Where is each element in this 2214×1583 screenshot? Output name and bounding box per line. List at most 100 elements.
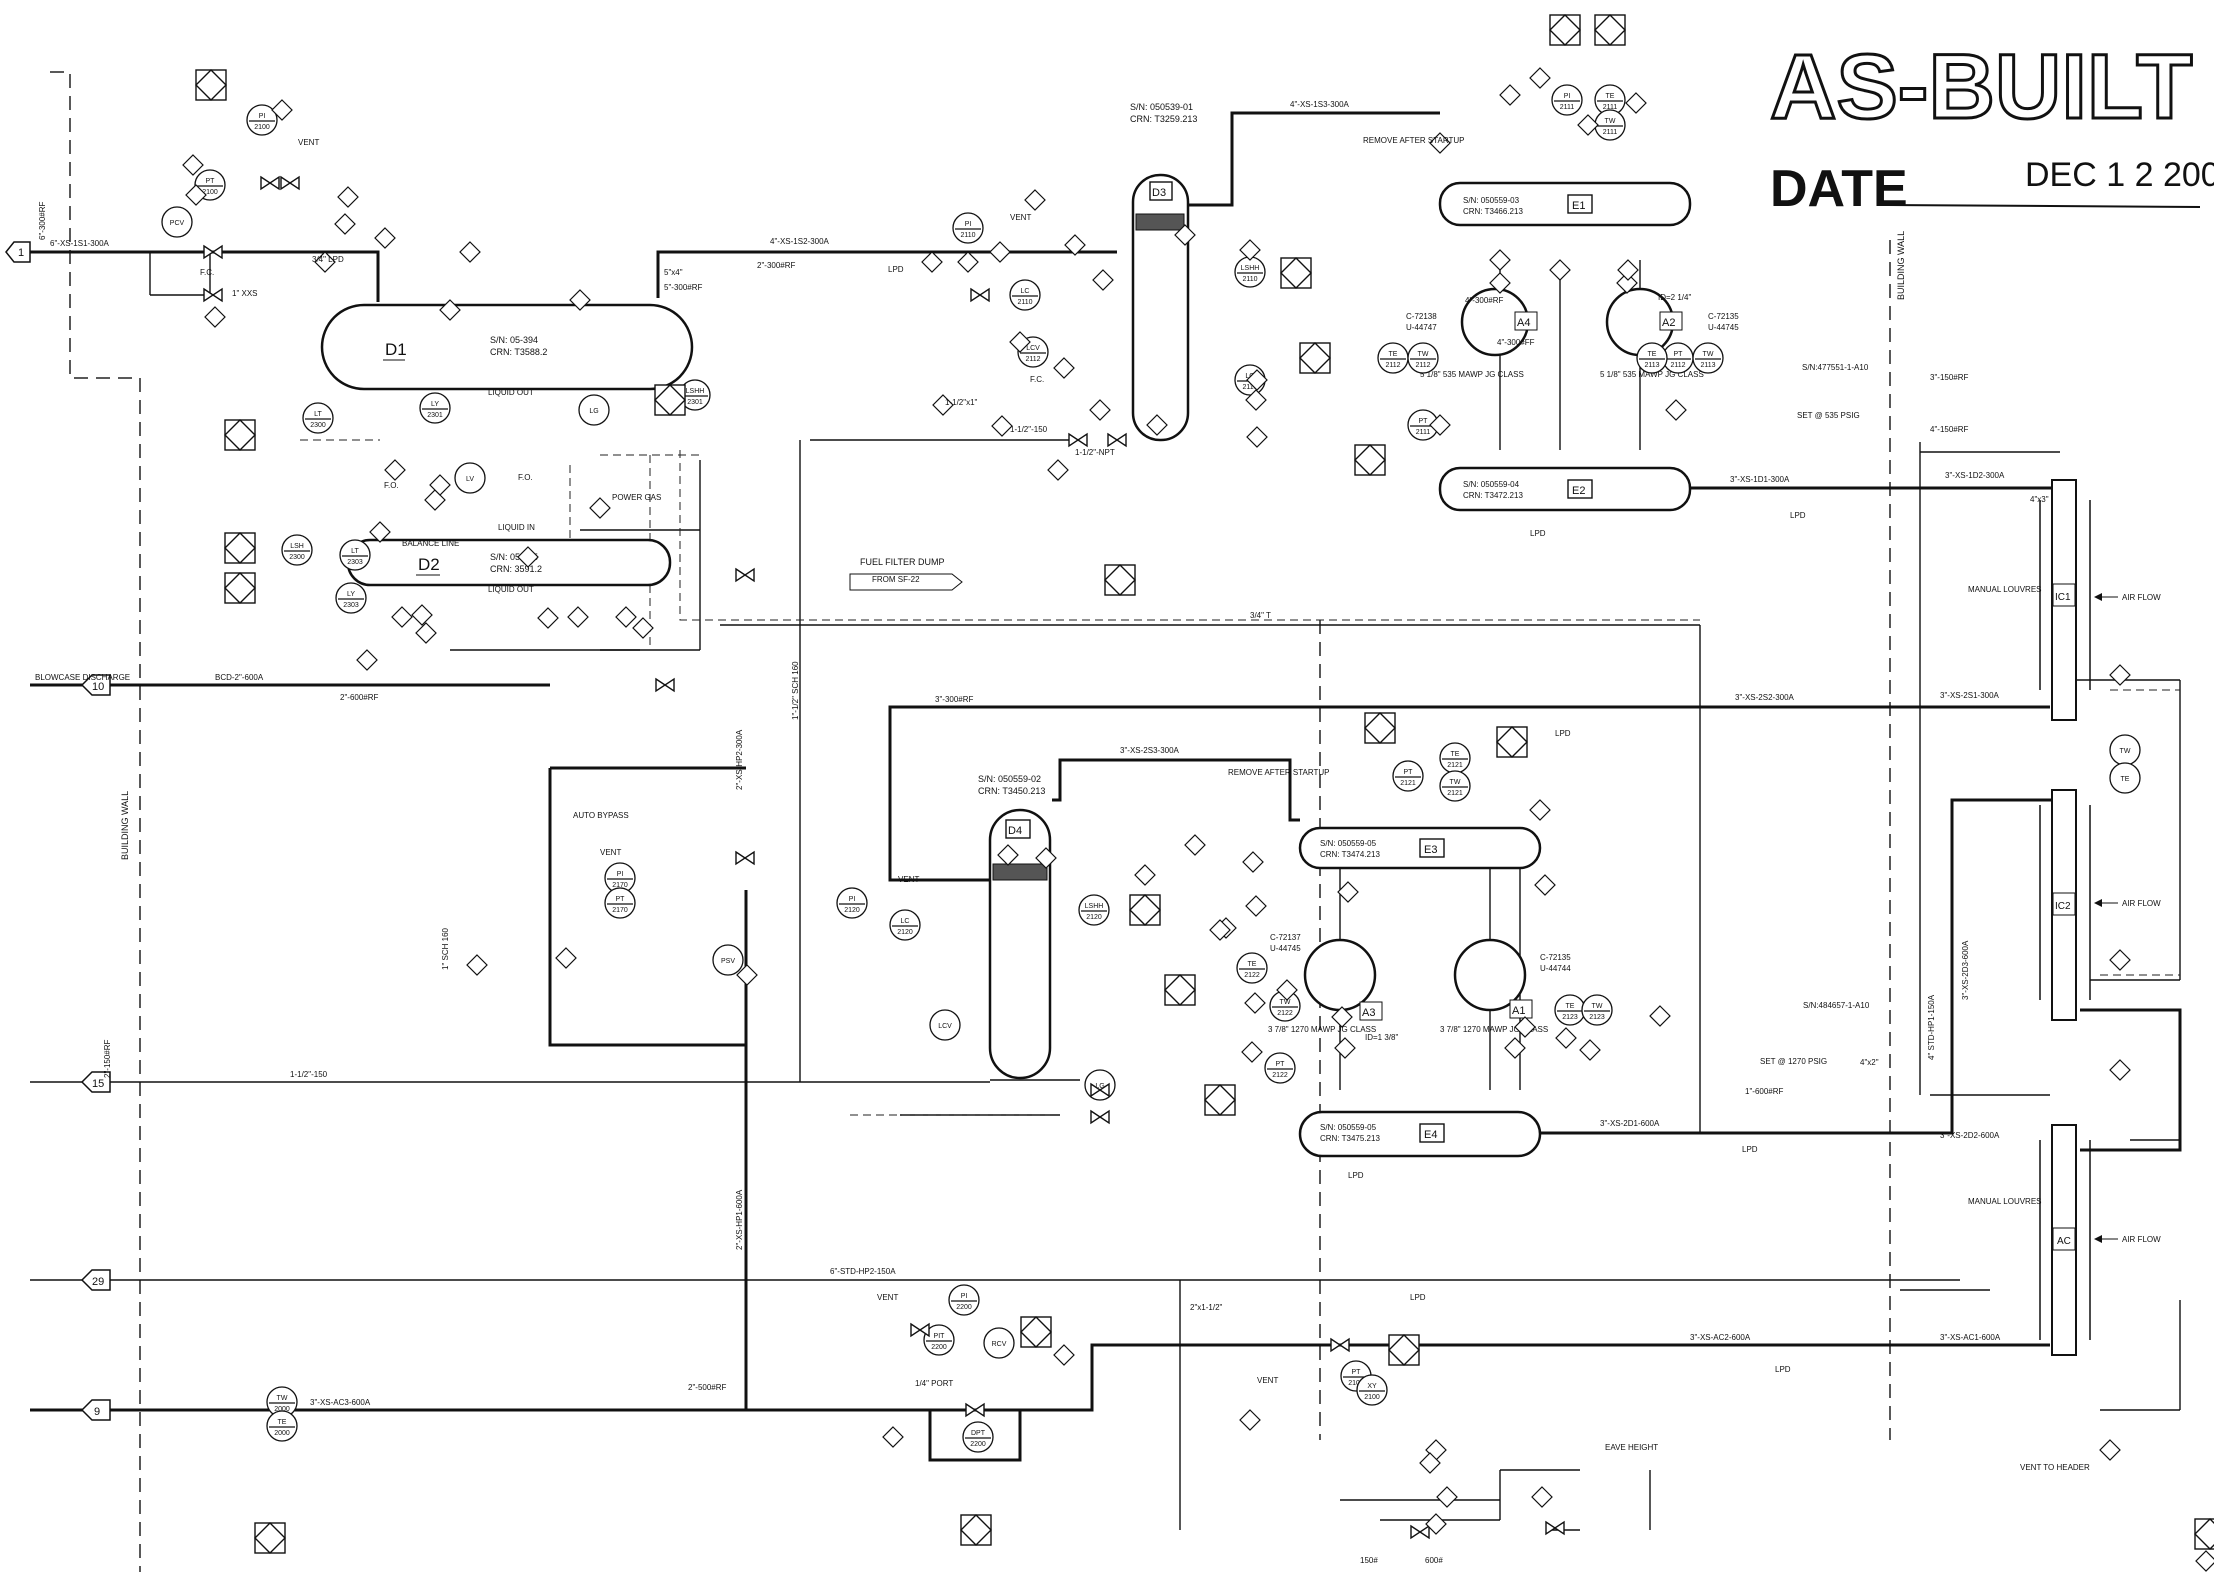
line-labels: 6"-XS-1S1-300A 6"-300#RF 1" XXS 3/4" LPD… [38, 100, 2049, 1565]
offpage-connector-10[interactable]: 10 [80, 674, 111, 696]
offpage-connector-1[interactable]: 1 [5, 241, 31, 263]
valve[interactable] [910, 1322, 930, 1338]
valve[interactable] [1107, 432, 1127, 448]
offpage-connector-15[interactable]: 15 [80, 1071, 111, 1093]
valve[interactable] [260, 175, 280, 191]
instrument-bubble[interactable]: TE [2109, 762, 2141, 794]
valve[interactable] [1090, 1109, 1110, 1125]
note-lpd-1: LPD [888, 265, 904, 274]
note-diamond [1209, 919, 1231, 941]
valve[interactable] [203, 287, 223, 303]
vessel-e1-crn: CRN: T3466.213 [1463, 207, 1523, 216]
instrument-bubble[interactable]: LV [454, 462, 486, 494]
note-diamond [1053, 1344, 1075, 1366]
compressor-a2[interactable]: A2 5 1/8" 535 MAWP JG CLASS C-72135 U-44… [1600, 287, 1739, 379]
instrument-bubble[interactable]: PSV [712, 944, 744, 976]
valve[interactable] [965, 1402, 985, 1418]
instrument-tag: RCV [992, 1341, 1007, 1348]
cooler-ac[interactable]: AC MANUAL LOUVRES AIR FLOW [1968, 1124, 2161, 1356]
line-label-1-5-npt: 1-1/2"-NPT [1075, 448, 1115, 457]
compressor-a3-u: U-44745 [1270, 944, 1301, 953]
valve[interactable] [203, 244, 223, 260]
instrument-bubble[interactable]: PCV [161, 206, 193, 238]
vessel-d3[interactable]: D3 S/N: 050539-01 CRN: T3259.213 [1130, 102, 1197, 442]
compressor-a4[interactable]: A4 5 1/8" 535 MAWP JG CLASS C-72138 U-44… [1406, 287, 1538, 379]
valve[interactable] [1090, 1082, 1110, 1098]
vessel-e3[interactable]: E3 S/N: 050559-05 CRN: T3474.213 [1298, 826, 1542, 870]
compressor-a2-stroke: 5 1/8" 535 MAWP JG CLASS [1600, 370, 1704, 379]
valve[interactable] [970, 287, 990, 303]
vessel-d2[interactable]: D2 S/N: 05-395 CRN: 3591.2 [346, 538, 672, 587]
vessel-d1[interactable]: D1 S/N: 05-394 CRN: T3588.2 [320, 303, 694, 391]
valve[interactable] [280, 175, 300, 191]
instrument-tag: PT [206, 178, 216, 185]
vessel-e2[interactable]: E2 S/N: 050559-04 CRN: T3472.213 [1438, 466, 1692, 512]
compressor-a1[interactable]: A1 3 7/8" 1270 MAWP JG CLASS C-72135 U-4… [1440, 938, 1571, 1034]
vessel-d4[interactable]: D4 S/N: 050559-02 CRN: T3450.213 [978, 774, 1052, 1080]
vessel-e3-crn: CRN: T3474.213 [1320, 850, 1380, 859]
valve[interactable] [1410, 1524, 1430, 1540]
instrument-bubble[interactable]: LG [578, 394, 610, 426]
note-diamond [1665, 399, 1687, 421]
instrument-tag: LG [1095, 1083, 1104, 1090]
valve[interactable] [735, 850, 755, 866]
cooler-ic1[interactable]: IC1 MANUAL LOUVRES AIR FLOW [1968, 479, 2161, 721]
cooler-ic2[interactable]: IC2 AIR FLOW [2039, 789, 2161, 1021]
valve[interactable] [1068, 432, 1088, 448]
vessel-e1[interactable]: E1 S/N: 050559-03 CRN: T3466.213 [1438, 181, 1692, 227]
offpage-connector-29[interactable]: 29 [80, 1269, 111, 1291]
valve[interactable] [1330, 1337, 1350, 1353]
note-remove-after-2: REMOVE AFTER STARTUP [1228, 768, 1330, 777]
compressor-a3[interactable]: A3 3 7/8" 1270 MAWP JG CLASS C-72137 U-4… [1268, 933, 1383, 1034]
instrument-bubble[interactable]: LG [1084, 1069, 1116, 1101]
valve[interactable] [735, 567, 755, 583]
note-diamond [459, 241, 481, 263]
valve[interactable] [655, 677, 675, 693]
note-diamond [1616, 272, 1638, 294]
instrument-bubble[interactable]: TW [2109, 734, 2141, 766]
vessel-e4[interactable]: E4 S/N: 050559-05 CRN: T3475.213 [1298, 1110, 1542, 1158]
offpage-connector-9[interactable]: 9 [80, 1399, 111, 1421]
valve[interactable] [1545, 1520, 1565, 1536]
instrument-bubble[interactable]: LCV [929, 1009, 961, 1041]
note-diamond [391, 606, 413, 628]
instrument-bubble[interactable]: RCV [983, 1327, 1015, 1359]
